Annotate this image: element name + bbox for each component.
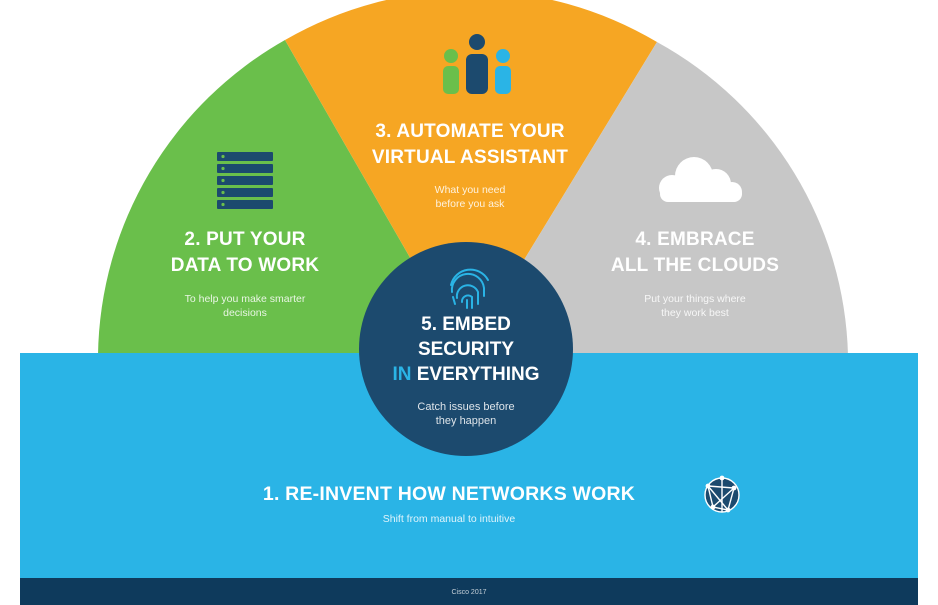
wedge-clouds	[466, 42, 848, 355]
security-title-rest: EVERYTHING	[416, 364, 540, 385]
automate-subtitle-line-1: What you need	[434, 184, 506, 196]
security-title-line-3: IN EVERYTHING	[376, 364, 556, 386]
security-title-accent: IN	[392, 364, 412, 385]
data-title-line-2: DATA TO WORK	[170, 255, 320, 276]
center-circle	[359, 242, 573, 456]
automate-title-line-1: 3. AUTOMATE YOUR	[375, 121, 565, 142]
data-title-line-1: 2. PUT YOUR	[184, 229, 306, 250]
wedge-data	[98, 40, 466, 355]
automate-subtitle-line-2: before you ask	[435, 198, 505, 210]
globe-network-icon	[704, 475, 740, 513]
clouds-subtitle-line-2: they work best	[661, 307, 729, 319]
clouds-title-line-1: 4. EMBRACE	[635, 229, 755, 250]
clouds-title-line-2: ALL THE CLOUDS	[610, 255, 780, 276]
wedge-automate	[285, 0, 657, 355]
networks-subtitle: Shift from manual to intuitive	[382, 513, 516, 525]
security-title-line-2: SECURITY	[417, 339, 515, 360]
security-subtitle-line-1: Catch issues before	[417, 401, 515, 413]
data-subtitle-line-2: decisions	[223, 307, 267, 319]
fingerprint-icon	[450, 268, 489, 309]
networks-title: 1. RE-INVENT HOW NETWORKS WORK	[262, 483, 636, 505]
cloud-icon	[659, 157, 742, 202]
automate-title-line-2: VIRTUAL ASSISTANT	[371, 147, 569, 168]
footer-copyright: Cisco 2017	[451, 589, 487, 596]
server-stack-icon	[217, 152, 273, 209]
security-title-line-1: 5. EMBED	[421, 314, 511, 335]
security-subtitle-line-2: they happen	[435, 415, 497, 427]
data-subtitle-line-1: To help you make smarter	[184, 293, 306, 305]
footer-band	[20, 578, 918, 605]
people-group-icon	[443, 34, 511, 94]
clouds-subtitle-line-1: Put your things where	[644, 293, 746, 305]
